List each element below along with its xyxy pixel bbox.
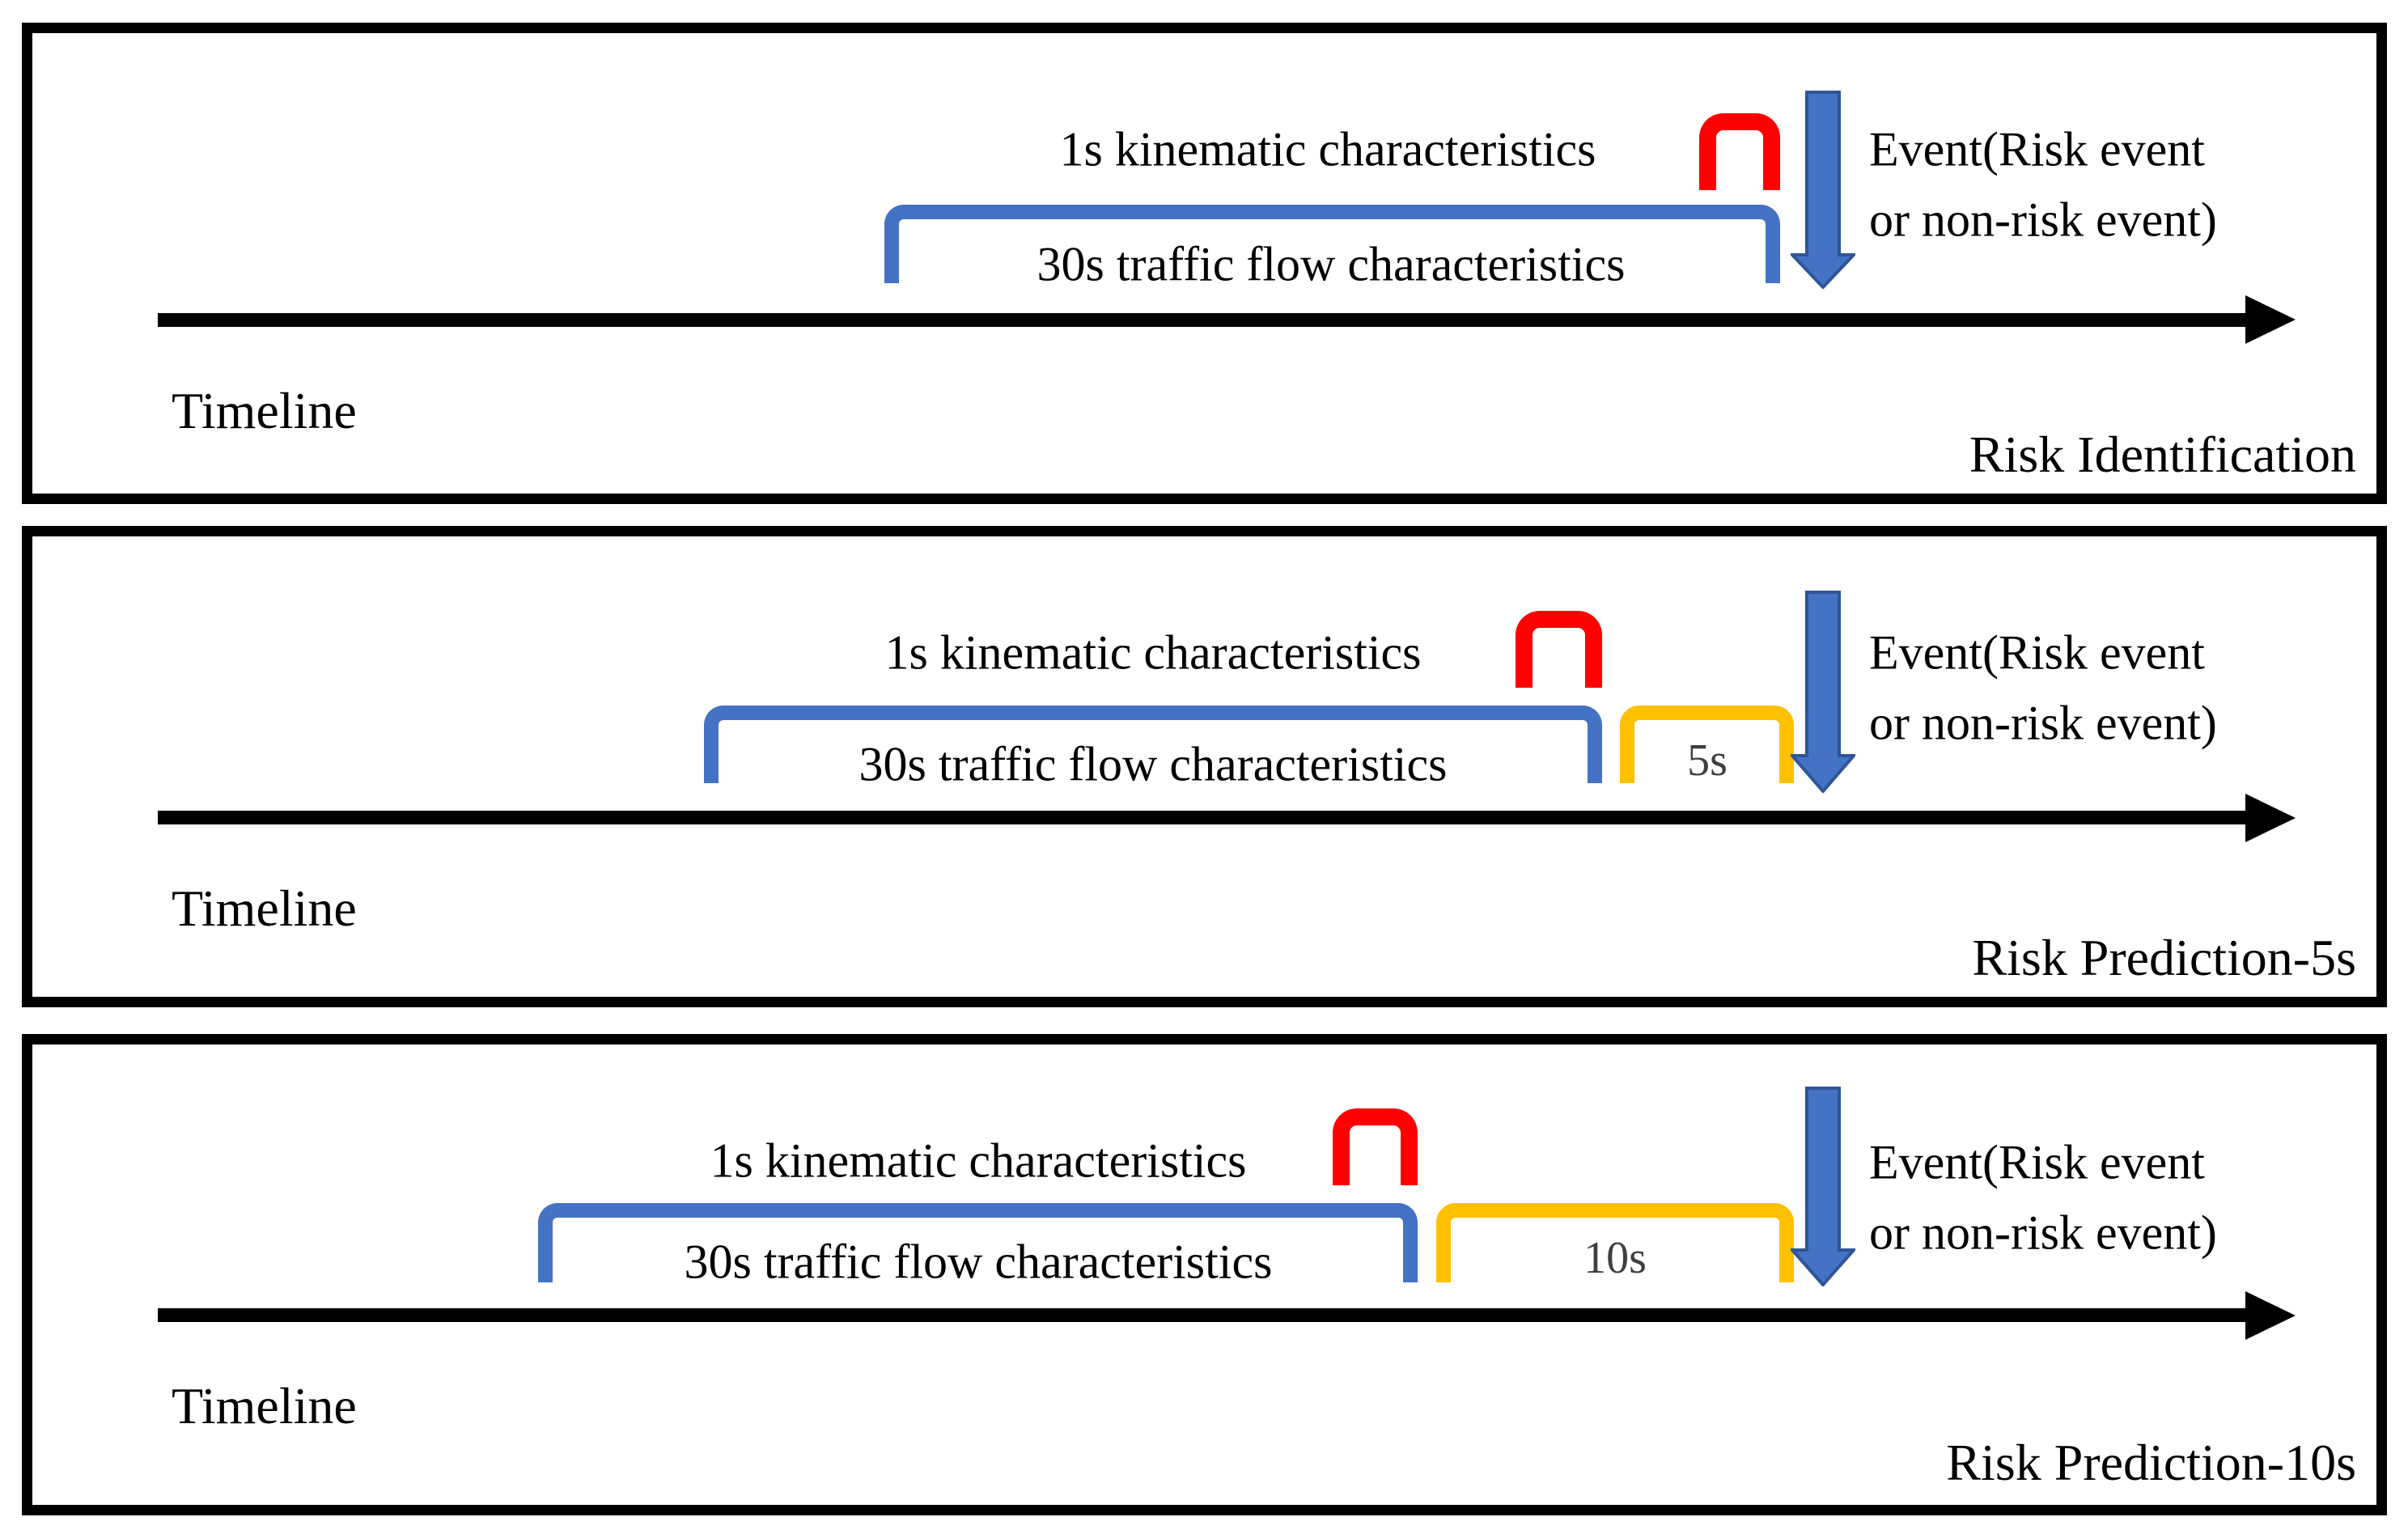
kinematic-label: 1s kinematic characteristics <box>884 625 1422 680</box>
event-label-line2: or non-risk event) <box>1869 193 2217 247</box>
panel-risk-identification: 1s kinematic characteristics 30s traffic… <box>22 23 2387 504</box>
kinematic-label: 1s kinematic characteristics <box>710 1134 1247 1188</box>
timeline-label: Timeline <box>172 1377 357 1434</box>
blue-30s-bracket-icon <box>704 706 1602 783</box>
red-1s-bracket-icon <box>1516 611 1602 688</box>
event-label-line1: Event(Risk event <box>1869 1135 2205 1189</box>
timeline-arrowhead-icon <box>2245 794 2296 842</box>
timeline-arrowhead-icon <box>2245 295 2296 344</box>
traffic-flow-label: 30s traffic flow characteristics <box>684 1235 1273 1289</box>
timeline-axis <box>158 313 2245 327</box>
gap-duration-label: 5s <box>1687 735 1728 786</box>
event-label-line1: Event(Risk event <box>1869 122 2205 176</box>
panel-risk-prediction-10s: 1s kinematic characteristics 30s traffic… <box>22 1034 2387 1515</box>
yellow-gap-bracket-icon <box>1620 706 1794 783</box>
timeline-label: Timeline <box>172 382 357 439</box>
panel-title: Risk Prediction-10s <box>1946 1434 2356 1491</box>
timeline-arrowhead-icon <box>2245 1291 2296 1340</box>
yellow-gap-bracket-icon <box>1436 1203 1794 1282</box>
blue-30s-bracket-icon <box>538 1203 1418 1282</box>
timeline-axis <box>158 811 2245 824</box>
panel-title: Risk Identification <box>1969 426 2356 483</box>
timeline-label: Timeline <box>172 879 357 937</box>
traffic-flow-label: 30s traffic flow characteristics <box>858 737 1448 791</box>
red-1s-bracket-icon <box>1333 1108 1418 1185</box>
kinematic-label: 1s kinematic characteristics <box>1059 122 1596 176</box>
panel-risk-prediction-5s: 1s kinematic characteristics 30s traffic… <box>22 526 2387 1007</box>
blue-30s-bracket-icon <box>884 205 1780 283</box>
timeline-axis <box>158 1308 2245 1322</box>
red-1s-bracket-icon <box>1699 113 1780 190</box>
event-arrow-icon <box>1791 591 1855 793</box>
event-arrow-icon <box>1791 91 1855 289</box>
event-label-line2: or non-risk event) <box>1869 696 2217 750</box>
panel-title: Risk Prediction-5s <box>1972 929 2356 986</box>
event-label-line1: Event(Risk event <box>1869 625 2205 680</box>
traffic-flow-label: 30s traffic flow characteristics <box>1037 237 1626 291</box>
event-label-line2: or non-risk event) <box>1869 1206 2217 1260</box>
gap-duration-label: 10s <box>1583 1233 1647 1283</box>
event-arrow-icon <box>1791 1087 1855 1286</box>
